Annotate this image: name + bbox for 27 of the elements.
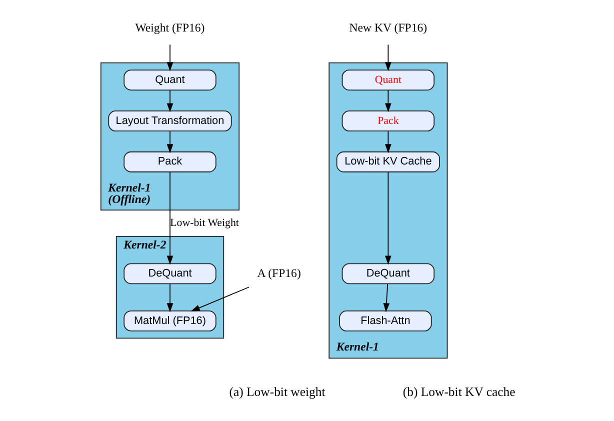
node-box: DeQuant	[341, 263, 434, 284]
arrow	[382, 283, 390, 312]
node-box: Flash-Attn	[338, 310, 432, 332]
node-box: Low-bit KV Cache	[336, 151, 440, 172]
node-box: Quant	[123, 70, 216, 90]
arrow	[166, 44, 173, 72]
node-box: MatMul (FP16)	[123, 310, 216, 332]
label: (b) Low-bit KV cache	[402, 385, 515, 400]
label: (a) Low-bit weight	[228, 385, 325, 400]
edge-label: Low-bit Weight	[170, 217, 238, 230]
node-box: DeQuant	[123, 263, 216, 284]
arrow	[384, 44, 391, 72]
arrow	[384, 90, 391, 112]
arrow	[166, 90, 173, 112]
arrow	[384, 130, 391, 154]
arrow	[166, 130, 173, 154]
arrow	[166, 172, 173, 265]
node-box: Quant	[341, 70, 434, 90]
node-text: A (FP16)	[256, 266, 300, 280]
node-text: Weight (FP16)	[134, 20, 204, 34]
arrow	[166, 283, 173, 312]
arrow	[190, 286, 249, 312]
node-box: Pack	[123, 151, 216, 172]
node-box: Layout Transformation	[108, 110, 232, 132]
node-box: Pack	[341, 110, 434, 132]
node-text: New KV (FP16)	[348, 20, 427, 34]
arrow	[384, 172, 391, 265]
